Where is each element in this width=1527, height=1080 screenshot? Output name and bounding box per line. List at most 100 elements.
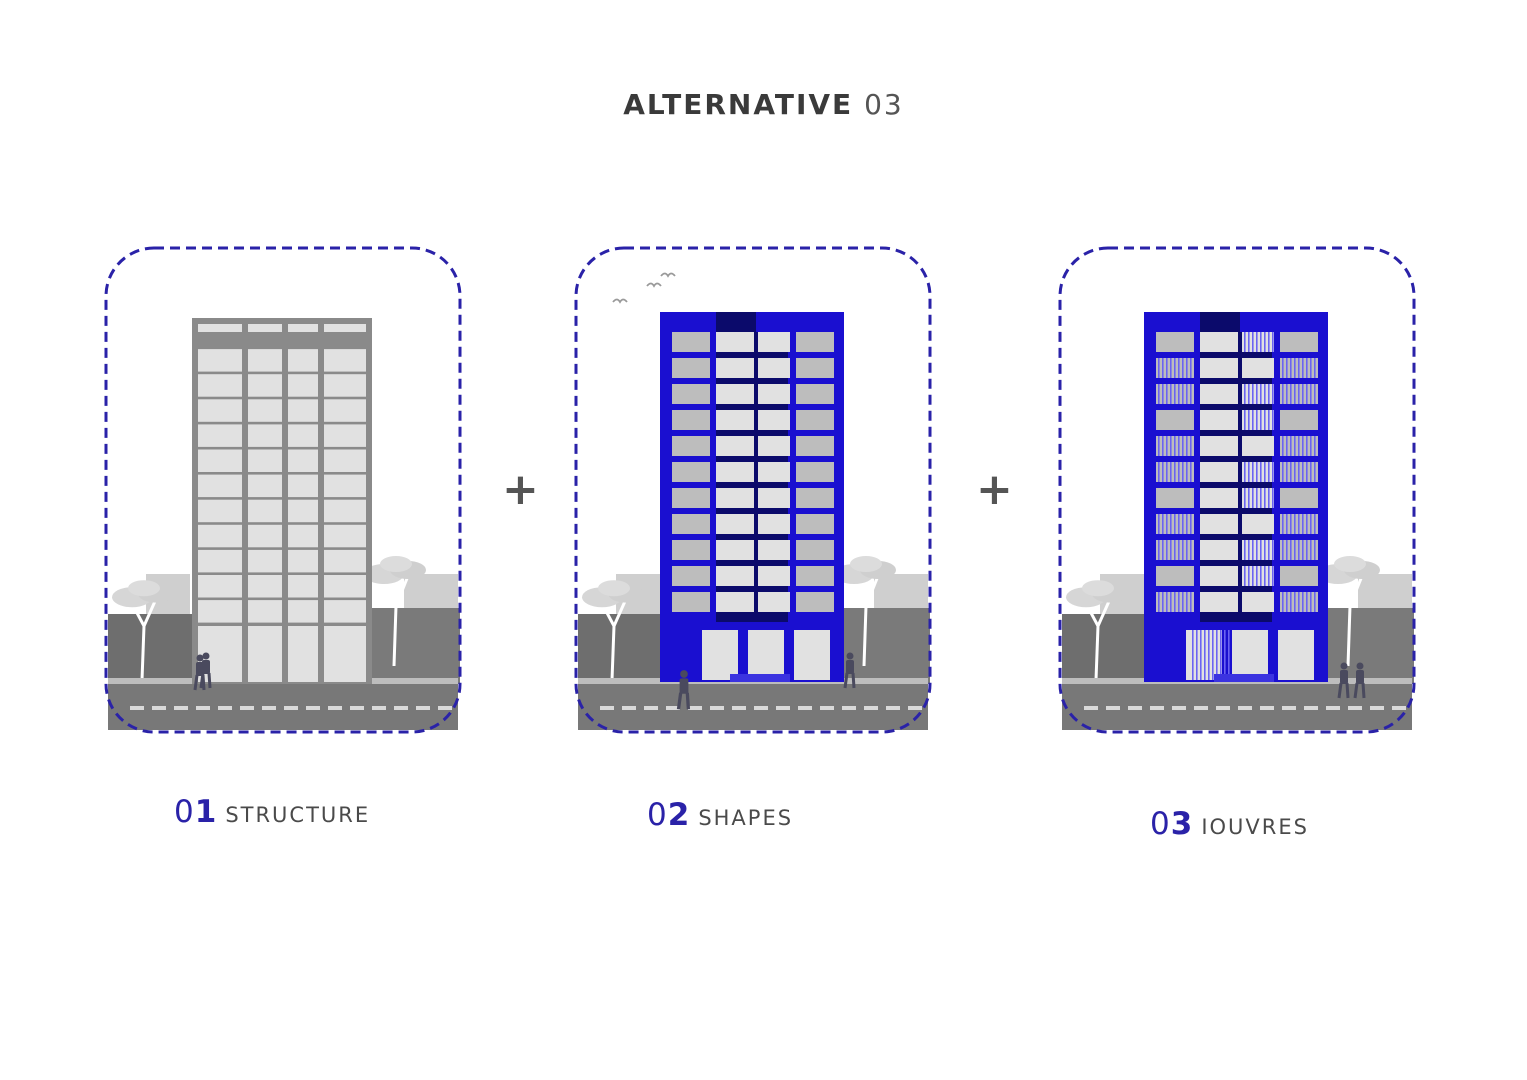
window-bay [1242,332,1274,352]
window-bay [672,436,710,456]
window-bay [324,349,366,372]
louvre-fin [1162,436,1164,456]
road-marking [776,706,790,710]
louvre-fin [1166,514,1168,534]
louvre-fin [1178,436,1180,456]
window-bay [324,499,366,523]
window-bay [1156,410,1194,430]
louvre-fin [1286,540,1288,560]
louvre-fin [1190,514,1192,534]
road-marking [306,706,320,710]
louvre-fin [1248,410,1250,430]
window-bay [198,600,242,623]
louvre-fin [1248,566,1250,586]
window-bay [796,410,834,430]
louvre-fin [1252,384,1254,404]
window-bay [716,540,754,560]
window-bay [672,332,710,352]
louvre-fin [1170,358,1172,378]
louvre-fin [1282,540,1284,560]
window-bay [1280,488,1318,508]
louvre-fin [1248,488,1250,508]
window-bay [324,399,366,422]
window-bay [198,449,242,472]
window-bay [1200,566,1238,586]
road-marking [1216,706,1230,710]
louvre-fin [1272,384,1274,404]
window-bay [758,488,790,508]
louvre-fin [1174,462,1176,482]
window-bay [248,549,282,573]
louvre-fin [1294,514,1296,534]
road-marking [1172,706,1186,710]
louvre-fin [1162,592,1164,612]
road-marking [1348,706,1362,710]
louvre-fin [1268,384,1270,404]
louvre-fin [1298,514,1300,534]
road-marking [174,706,188,710]
louvre-fin [1212,630,1214,680]
louvre-fin [1248,462,1250,482]
window-bay [198,349,242,372]
louvre-fin [1286,592,1288,612]
louvre-fin [1162,514,1164,534]
louvre-fin [1158,436,1160,456]
louvre-fin [1264,540,1266,560]
window-bay [324,449,366,472]
window-bay [1242,358,1274,378]
side-building [578,614,668,684]
blue-cap [660,312,716,332]
road-marking [350,706,364,710]
louvre-fin [1190,462,1192,482]
louvre-fin [1186,540,1188,560]
louvre-fin [1306,540,1308,560]
window-bay [288,374,318,397]
window-bay [288,349,318,372]
window-bay [1242,514,1274,534]
louvre-fin [1302,514,1304,534]
louvre-fin [1290,358,1292,378]
louvre-fin [1244,566,1246,586]
window-bay [288,474,318,498]
window-bay [672,514,710,534]
ground-bay [794,630,830,680]
window-bay [1156,566,1194,586]
louvre-fin [1298,384,1300,404]
panel-shapes [574,246,932,734]
window-bay [716,566,754,586]
ground-bay [324,626,366,682]
louvre-fin [1302,358,1304,378]
louvre-fin [1260,462,1262,482]
window-bay [198,374,242,397]
window-bay [1242,592,1274,612]
caption-number: 01 [174,794,218,830]
caption-number: 03 [1150,806,1194,842]
louvre-fin [1306,384,1308,404]
road-marking [372,706,386,710]
road-marking [754,706,768,710]
window-bay [1200,332,1238,352]
window-bay [1200,436,1238,456]
background-building [1358,574,1412,614]
road-marking [688,706,702,710]
window-bay [796,566,834,586]
road-marking [130,706,144,710]
louvre-fin [1174,436,1176,456]
window-bay [324,424,366,447]
person-silhouette [1337,662,1350,699]
louvre-fin [1170,540,1172,560]
window-bay [672,488,710,508]
person-silhouette [1353,662,1366,699]
louvre-fin [1268,566,1270,586]
road-marking [394,706,408,710]
louvre-fin [1178,514,1180,534]
louvre-fin [1170,514,1172,534]
window-bay [1280,332,1318,352]
window-bay [248,349,282,372]
louvre-fin [1286,462,1288,482]
window-bay [1156,332,1194,352]
louvre-fin [1302,384,1304,404]
window-bay [324,474,366,498]
louvre-fin [1186,358,1188,378]
louvre-fin [1162,384,1164,404]
